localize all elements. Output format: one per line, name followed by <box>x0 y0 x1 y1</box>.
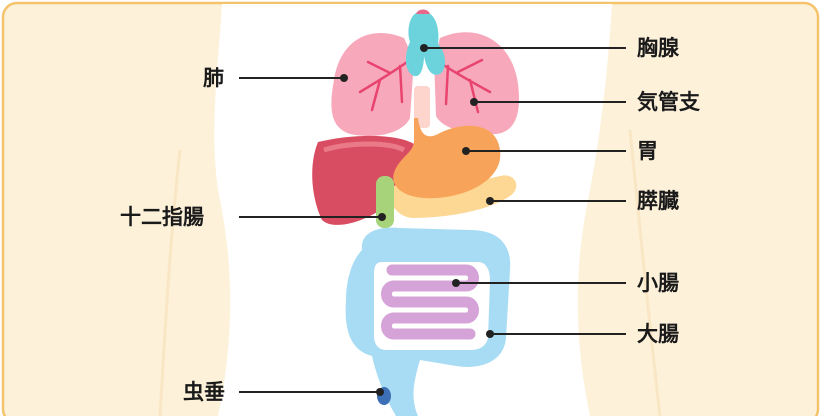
marker-dot-bronchi <box>470 98 478 106</box>
marker-dot-pancreas <box>486 197 494 205</box>
label-large-intestine: 大腸 <box>637 324 679 345</box>
label-appendix: 虫垂 <box>183 382 225 403</box>
label-pancreas: 膵臓 <box>637 191 679 212</box>
label-lung: 肺 <box>203 68 224 89</box>
label-duodenum: 十二指腸 <box>120 207 204 228</box>
marker-dot-lung <box>340 74 348 82</box>
label-thymus: 胸腺 <box>637 38 679 59</box>
marker-dot-stomach <box>462 147 470 155</box>
marker-dot-thymus <box>420 44 428 52</box>
label-stomach: 胃 <box>637 141 658 162</box>
duodenum <box>376 176 394 228</box>
label-small-intestine: 小腸 <box>637 273 679 294</box>
marker-dot-appendix <box>376 388 384 396</box>
marker-dot-large-intestine <box>486 330 494 338</box>
label-bronchi: 気管支 <box>637 92 700 113</box>
marker-dot-small-intestine <box>452 279 460 287</box>
marker-dot-duodenum <box>378 213 386 221</box>
